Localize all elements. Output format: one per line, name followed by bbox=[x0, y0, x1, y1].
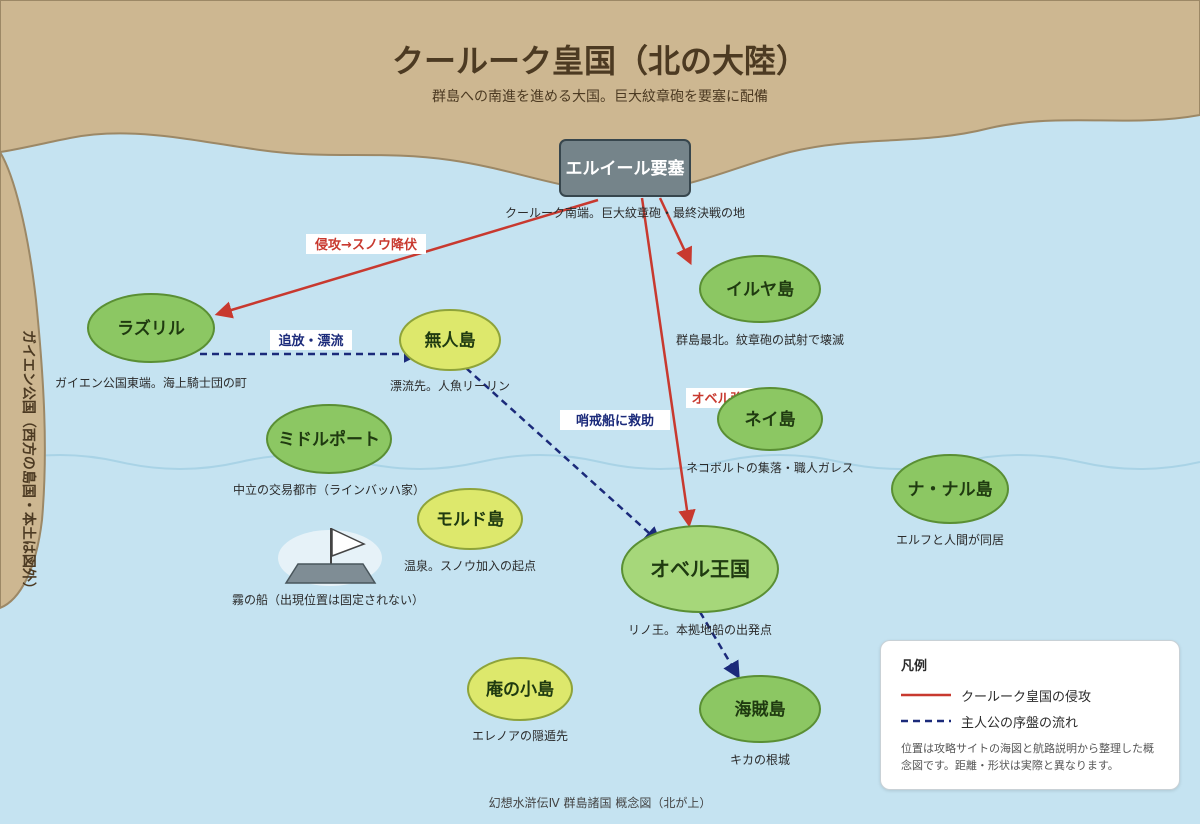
route-label-lazril: 侵攻→スノウ降伏 bbox=[306, 234, 426, 254]
svg-text:オベル王国: オベル王国 bbox=[650, 557, 750, 581]
svg-text:追放・漂流: 追放・漂流 bbox=[278, 333, 343, 349]
invasion-line-icon bbox=[901, 693, 951, 697]
svg-text:ネイ島: ネイ島 bbox=[745, 409, 796, 430]
west-label: ガイエン公国（西方の島国・本土は図外） bbox=[20, 330, 37, 596]
legend-invasion: クールーク皇国の侵攻 bbox=[901, 682, 1161, 708]
svg-text:イルヤ島: イルヤ島 bbox=[726, 279, 794, 300]
legend-title: 凡例 bbox=[901, 659, 928, 674]
obel-desc: リノ王。本拠地船の出発点 bbox=[628, 623, 772, 637]
fortress-marker[interactable]: エルイール要塞 bbox=[559, 139, 691, 197]
route-label-rescue: 哨戒船に救助 bbox=[560, 410, 670, 430]
route-fortress-obel bbox=[640, 197, 696, 528]
island-hermit[interactable]: 庵の小島 bbox=[467, 657, 573, 721]
legend-invasion-label: クールーク皇国の侵攻 bbox=[961, 689, 1092, 705]
island-middleport[interactable]: ミドルポート bbox=[266, 404, 392, 474]
iruya-desc: 群島最北。紋章砲の試射で壊滅 bbox=[676, 332, 844, 347]
fortress-desc: クールーク南端。巨大紋章砲・最終決戦の地 bbox=[505, 205, 745, 220]
svg-text:ミドルポート: ミドルポート bbox=[278, 429, 380, 450]
svg-text:海賊島: 海賊島 bbox=[735, 699, 786, 720]
island-obel[interactable]: オベル王国 bbox=[621, 525, 779, 613]
island-lazril[interactable]: ラズリル bbox=[87, 293, 215, 363]
svg-text:ナ・ナル島: ナ・ナル島 bbox=[908, 479, 993, 500]
mujin-desc: 漂流先。人魚リーリン bbox=[390, 379, 510, 393]
legend-note: 位置は攻略サイトの海図と航路説明から整理した概念図です。距離・形状は実際と異なり… bbox=[901, 742, 1154, 772]
island-nanal[interactable]: ナ・ナル島 bbox=[891, 454, 1009, 524]
svg-text:侵攻→スノウ降伏: 侵攻→スノウ降伏 bbox=[314, 237, 417, 253]
island-nei[interactable]: ネイ島 bbox=[717, 387, 823, 451]
mold-desc: 温泉。スノウ加入の起点 bbox=[404, 559, 536, 573]
map-footer: 幻想水滸伝Ⅳ 群島諸国 概念図（北が上） bbox=[489, 795, 712, 810]
route-fortress-lazril bbox=[214, 198, 599, 319]
nanal-desc: エルフと人間が同居 bbox=[896, 532, 1004, 547]
island-pirate[interactable]: 海賊島 bbox=[699, 675, 821, 743]
route-label-drift: 追放・漂流 bbox=[270, 330, 352, 350]
hermit-desc: エレノアの隠遁先 bbox=[472, 729, 568, 743]
svg-text:モルド島: モルド島 bbox=[436, 509, 504, 530]
middleport-desc: 中立の交易都市（ラインバッハ家） bbox=[233, 482, 425, 497]
west-continent bbox=[0, 150, 46, 610]
svg-text:無人島: 無人島 bbox=[425, 330, 476, 351]
route-fortress-iruya bbox=[658, 197, 692, 266]
story-line-icon bbox=[901, 719, 951, 723]
island-mujin[interactable]: 無人島 bbox=[399, 309, 501, 371]
svg-text:哨戒船に救助: 哨戒船に救助 bbox=[576, 413, 654, 429]
map-subtitle: 群島への南進を進める大国。巨大紋章砲を要塞に配備 bbox=[432, 88, 768, 105]
route-obel-pirate bbox=[698, 611, 740, 680]
nei-desc: ネコボルトの集落・職人ガレス bbox=[686, 460, 854, 475]
lazril-desc: ガイエン公国東端。海上騎士団の町 bbox=[55, 375, 247, 390]
fogship-desc: 霧の船（出現位置は固定されない） bbox=[232, 592, 424, 607]
legend-story-label: 主人公の序盤の流れ bbox=[961, 715, 1079, 731]
svg-text:ラズリル: ラズリル bbox=[117, 318, 185, 339]
fog-ship-icon[interactable] bbox=[278, 527, 382, 586]
wave-line bbox=[0, 454, 1200, 470]
map-title: クールーク皇国（北の大陸） bbox=[392, 42, 808, 80]
legend: 凡例 クールーク皇国の侵攻 主人公の序盤の流れ 位置は攻略サイトの海図と航路説明… bbox=[880, 640, 1180, 790]
legend-story: 主人公の序盤の流れ bbox=[901, 708, 1161, 734]
svg-text:庵の小島: 庵の小島 bbox=[486, 679, 554, 700]
route-mujin-obel bbox=[465, 367, 662, 545]
island-mold[interactable]: モルド島 bbox=[417, 488, 523, 550]
pirate-desc: キカの根城 bbox=[730, 753, 790, 767]
island-iruya[interactable]: イルヤ島 bbox=[699, 255, 821, 323]
fortress-name: エルイール要塞 bbox=[566, 158, 686, 179]
